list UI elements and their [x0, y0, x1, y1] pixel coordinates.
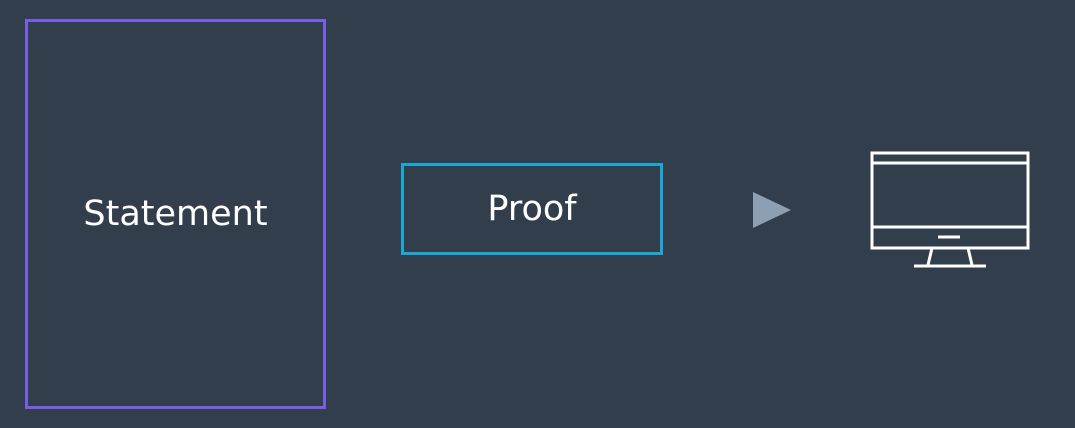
proof-label: Proof [487, 189, 577, 229]
statement-box: Statement [25, 19, 326, 409]
desktop-monitor-icon [870, 151, 1030, 268]
statement-label: Statement [83, 194, 268, 234]
proof-box: Proof [401, 163, 663, 255]
play-arrow-icon [753, 192, 791, 228]
